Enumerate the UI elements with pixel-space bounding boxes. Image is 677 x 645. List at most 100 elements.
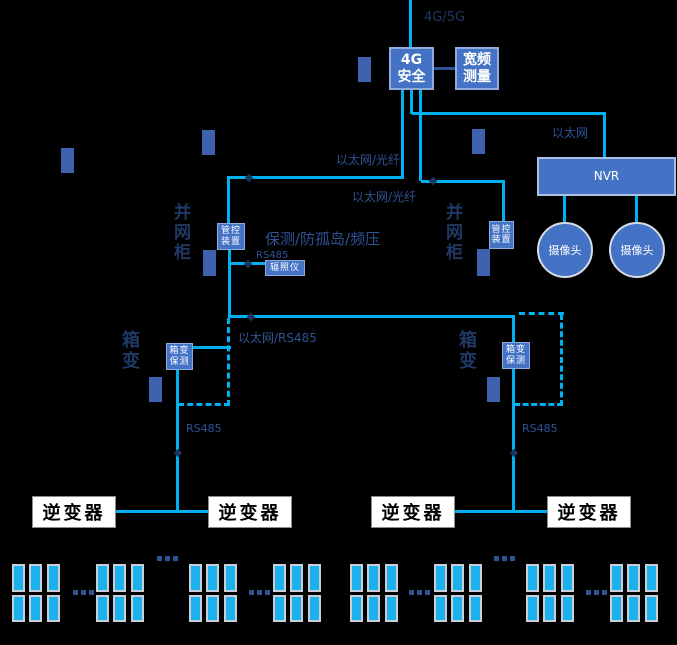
rs485-right-label: RS485 xyxy=(522,422,558,435)
node-marker xyxy=(477,249,490,276)
pv-panel xyxy=(627,595,640,622)
inverter-bus-left xyxy=(115,510,208,513)
node-marker xyxy=(202,130,215,155)
pv-panel xyxy=(367,564,380,592)
camera-1-label: 摄像头 xyxy=(548,244,582,257)
eth-fiber-bus-left xyxy=(228,176,404,179)
control-device-right-box: 管控 装置 xyxy=(489,221,514,249)
pv-panel xyxy=(610,564,623,592)
cabinet-right-drop-line xyxy=(502,180,505,222)
inverter-4-label: 逆变器 xyxy=(557,503,621,524)
ellipsis-dot xyxy=(265,590,270,595)
bt-protect-right-line1: 箱变 xyxy=(505,345,526,356)
security-4g-box: 4G 安全 xyxy=(389,47,434,90)
inverter-3-label: 逆变器 xyxy=(381,503,445,524)
pv-panel xyxy=(29,564,42,592)
bt-protect-left-line1: 箱变 xyxy=(169,346,190,357)
inverter-1: 逆变器 xyxy=(32,496,116,528)
camera2-drop-line xyxy=(635,195,638,223)
inverter-2-label: 逆变器 xyxy=(218,503,282,524)
pv-panel xyxy=(273,595,286,622)
ellipsis-dot xyxy=(249,590,254,595)
camera-2-label: 摄像头 xyxy=(620,244,654,257)
pv-panel xyxy=(645,564,658,592)
bt-left-loop-right-dash xyxy=(227,318,230,406)
rs485-irradiance-label: RS485 xyxy=(256,250,289,261)
eth-rs485-bus xyxy=(229,315,515,318)
pv-panel xyxy=(273,564,286,592)
broadband-line2: 测量 xyxy=(463,68,491,85)
pv-panel xyxy=(561,595,574,622)
ellipsis-dot xyxy=(81,590,86,595)
pv-panel xyxy=(645,595,658,622)
control-device-left-line1: 管控 xyxy=(220,226,241,237)
ctrl-left-down-line xyxy=(228,248,231,318)
camera-1: 摄像头 xyxy=(537,222,593,278)
pv-panel xyxy=(12,595,25,622)
pv-panel xyxy=(131,595,144,622)
pv-panel xyxy=(308,595,321,622)
pv-panel xyxy=(47,595,60,622)
pv-panel xyxy=(113,564,126,592)
security-down-left-line xyxy=(401,89,404,177)
pv-panel xyxy=(526,595,539,622)
box-transformer-left-label: 箱变 xyxy=(119,330,140,372)
ellipsis-dot xyxy=(502,556,507,561)
node-marker xyxy=(487,377,500,402)
pv-panel xyxy=(308,564,321,592)
cabinet-left-drop-line xyxy=(227,176,230,224)
pv-panel xyxy=(206,564,219,592)
control-device-left-line2: 装置 xyxy=(220,236,241,247)
pv-panel xyxy=(29,595,42,622)
ethernet-label: 以太网 xyxy=(552,126,589,140)
eth-fiber-label-2: 以太网/光纤 xyxy=(352,190,417,204)
ellipsis-dot xyxy=(594,590,599,595)
camera-2: 摄像头 xyxy=(609,222,665,278)
pv-panel xyxy=(385,595,398,622)
node-marker xyxy=(203,250,216,276)
grid-cabinet-left-label: 并网柜 xyxy=(170,203,190,263)
camera1-drop-line xyxy=(563,195,566,223)
pv-panel xyxy=(47,564,60,592)
junction-dot xyxy=(428,176,438,186)
pv-panel xyxy=(290,595,303,622)
bt-left-connector-line xyxy=(192,346,231,349)
pv-panel xyxy=(526,564,539,592)
control-device-left-box: 管控 装置 xyxy=(217,223,245,250)
node-marker xyxy=(472,129,485,154)
control-device-right-line1: 管控 xyxy=(491,224,512,235)
pv-panel xyxy=(113,595,126,622)
pv-panel xyxy=(290,564,303,592)
pv-panel xyxy=(96,564,109,592)
pv-panel xyxy=(434,564,447,592)
eth-rs485-label: 以太网/RS485 xyxy=(238,331,317,345)
security-down-mid-line xyxy=(410,89,413,114)
bt-right-main-line xyxy=(512,315,515,513)
pv-panel xyxy=(469,595,482,622)
pv-panel xyxy=(367,595,380,622)
pv-panel xyxy=(350,595,363,622)
irradiance-meter-box: 辐照仪 xyxy=(265,260,305,276)
ellipsis-dot xyxy=(586,590,591,595)
pv-panel xyxy=(189,564,202,592)
ellipsis-dot xyxy=(494,556,499,561)
ellipsis-dot xyxy=(73,590,78,595)
ellipsis-dot xyxy=(173,556,178,561)
inverter-1-label: 逆变器 xyxy=(42,503,106,524)
eth-fiber-label-1: 以太网/光纤 xyxy=(336,153,401,167)
security-broadband-connector xyxy=(433,67,455,70)
security-4g-line2: 安全 xyxy=(397,68,426,85)
ellipsis-dot xyxy=(425,590,430,595)
bt-left-loop-bottom-dash xyxy=(178,403,230,406)
bt-protect-right-box: 箱变 保测 xyxy=(502,342,530,369)
pv-panel xyxy=(543,595,556,622)
pv-panel xyxy=(451,595,464,622)
pv-panel xyxy=(385,564,398,592)
node-marker xyxy=(61,148,74,173)
pv-panel xyxy=(12,564,25,592)
node-marker xyxy=(358,57,371,82)
ethernet-nvr-bus xyxy=(412,112,605,115)
nvr-label: NVR xyxy=(593,168,620,183)
ellipsis-dot xyxy=(602,590,607,595)
